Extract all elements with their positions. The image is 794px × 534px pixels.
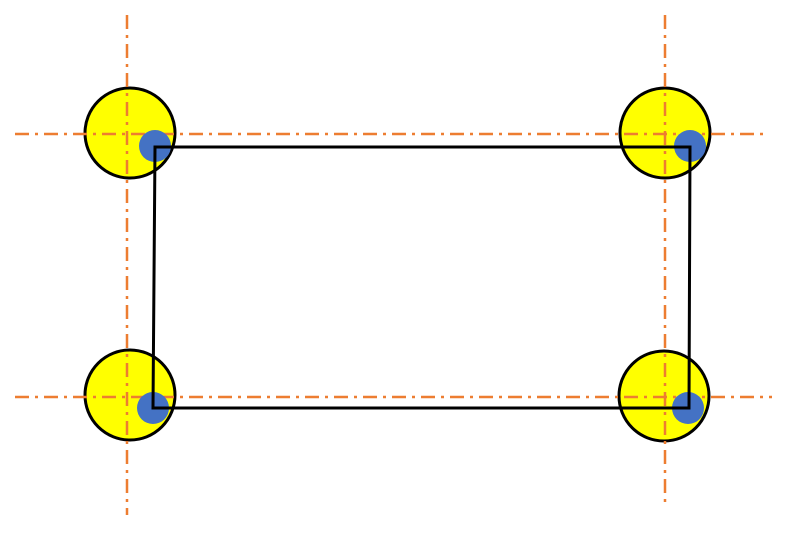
rectangle-outline — [151, 145, 692, 410]
